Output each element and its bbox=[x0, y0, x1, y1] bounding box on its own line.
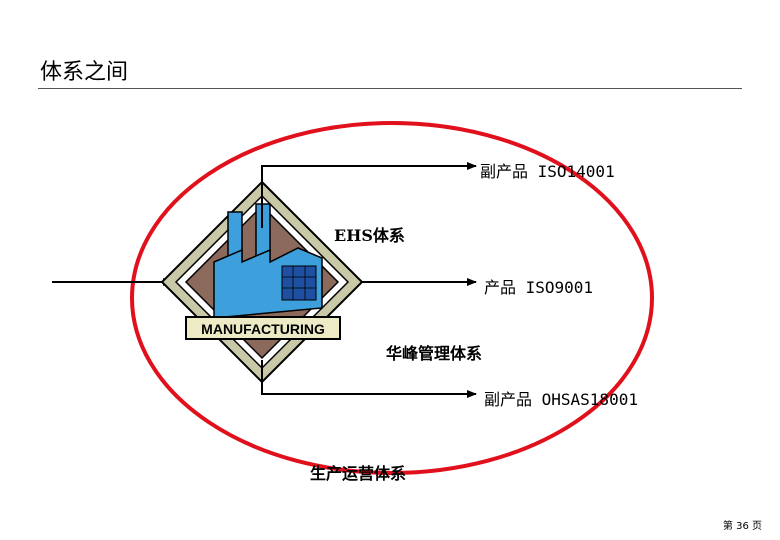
page-number: 第 36 页 bbox=[722, 521, 762, 532]
output-label-iso9001: 产品 ISO9001 bbox=[484, 278, 594, 297]
page-title: 体系之间 bbox=[40, 60, 129, 85]
output-label-ohsas18001: 副产品 OHSAS18001 bbox=[484, 390, 638, 409]
title-divider bbox=[38, 88, 742, 89]
ehs-system-label: EHS体系 bbox=[334, 226, 405, 245]
operations-boundary-ellipse bbox=[130, 121, 654, 475]
factory-windows bbox=[281, 265, 317, 301]
management-system-label: 华峰管理体系 bbox=[386, 344, 483, 363]
output-arrow-top bbox=[261, 162, 477, 228]
manufacturing-sign-box bbox=[185, 316, 341, 340]
operations-system-label: 生产运营体系 bbox=[310, 464, 407, 483]
manufacturing-sign-text: MANUFACTURING bbox=[201, 321, 325, 337]
output-label-iso14001: 副产品 ISO14001 bbox=[480, 162, 615, 181]
output-arrow-bottom bbox=[261, 360, 477, 398]
